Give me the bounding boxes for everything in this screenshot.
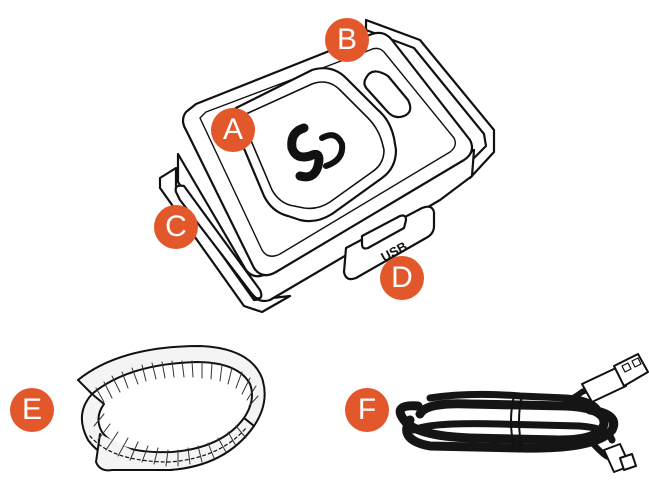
callout-c: C [154,205,198,249]
callout-d: D [380,256,424,300]
micro-usb-plug [604,444,636,472]
callout-f: F [345,388,389,432]
callout-a: A [211,108,255,152]
wrist-strap [78,346,265,470]
callout-e: E [10,388,54,432]
callout-b: B [325,18,369,62]
usb-cable-icon [400,384,618,462]
usb-a-plug [582,354,648,402]
